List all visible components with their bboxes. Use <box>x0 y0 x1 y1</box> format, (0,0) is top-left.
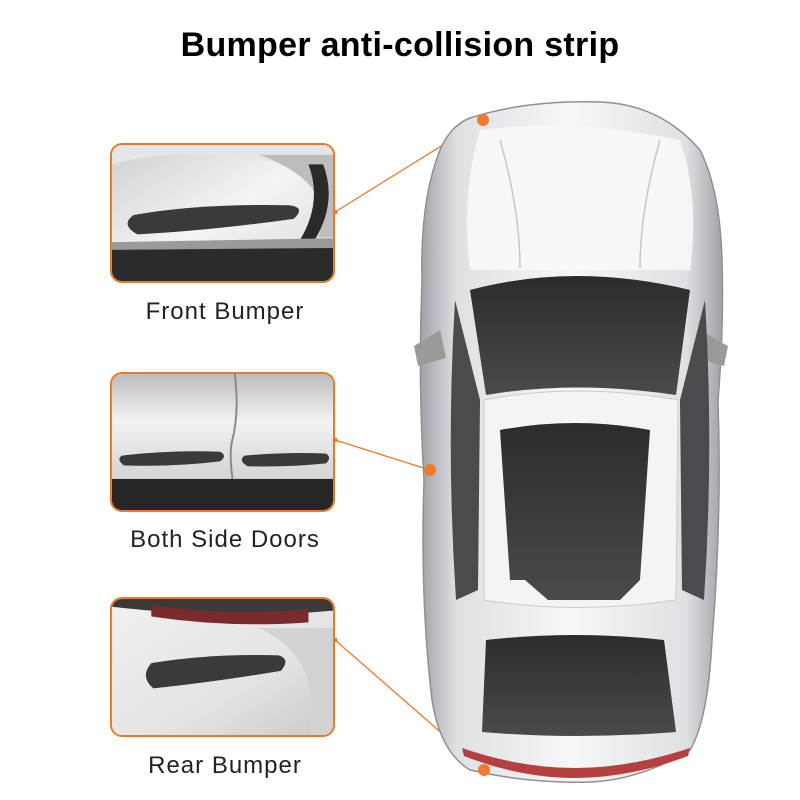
rear-bumper-caption: Rear Bumper <box>148 752 302 779</box>
left-mirror <box>414 330 446 366</box>
bumper-strip <box>127 204 300 235</box>
rear-bumper-photo <box>110 597 335 737</box>
rear-window <box>482 635 676 736</box>
page-title: Bumper anti-collision strip <box>180 26 620 64</box>
side-doors-caption: Both Side Doors <box>130 526 320 553</box>
front-bumper-photo <box>110 143 335 283</box>
callout-marker-icon <box>424 114 490 776</box>
rear-strip <box>145 655 286 689</box>
door-strip-right <box>241 453 330 467</box>
door-strip-left <box>119 451 224 466</box>
side-doors-photo <box>110 372 335 512</box>
sunroof <box>500 423 650 600</box>
windshield <box>470 276 690 395</box>
right-mirror <box>696 330 728 366</box>
callout-lines <box>334 119 485 771</box>
car-body <box>414 101 728 783</box>
front-bumper-caption: Front Bumper <box>145 298 305 325</box>
